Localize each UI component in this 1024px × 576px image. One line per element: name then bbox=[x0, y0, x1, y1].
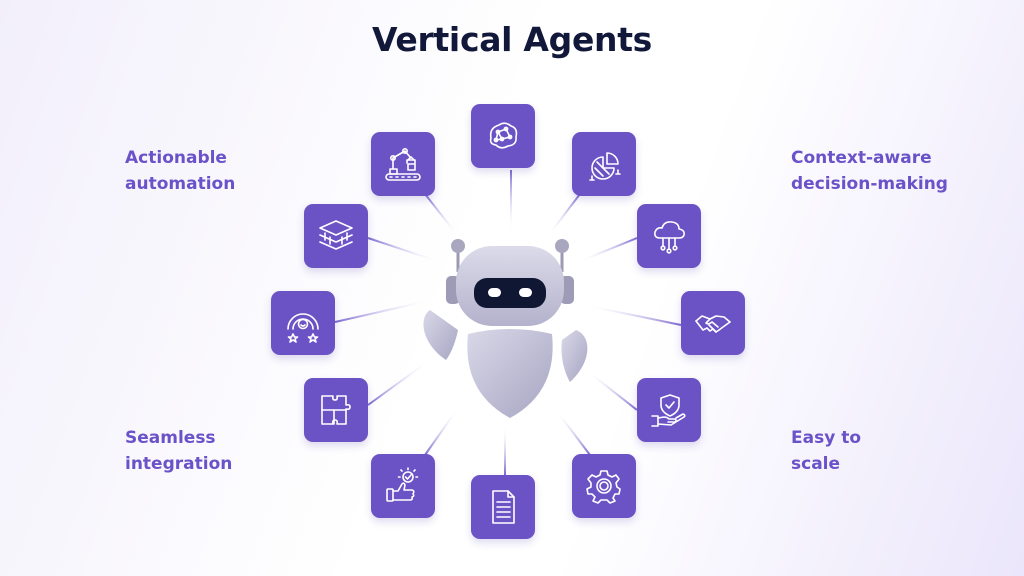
feature-line: Context-aware bbox=[791, 148, 932, 168]
feature-line: scale bbox=[791, 454, 841, 474]
feature-actionable-automation: Actionable automation bbox=[125, 145, 235, 197]
handshake-icon bbox=[681, 291, 745, 355]
connector-line bbox=[585, 369, 638, 411]
shield-hand-icon bbox=[637, 378, 701, 442]
thumbs-up-icon bbox=[371, 454, 435, 518]
analytics-chart-icon bbox=[572, 132, 636, 196]
robot-mascot bbox=[423, 239, 588, 418]
connector-line bbox=[424, 407, 459, 456]
feature-easy-to-scale: Easy to scale bbox=[791, 425, 861, 477]
connector-line bbox=[583, 304, 682, 326]
feature-line: Easy to bbox=[791, 428, 862, 448]
connector-line bbox=[547, 193, 581, 237]
neural-network-icon bbox=[471, 104, 535, 168]
rating-gauge-icon bbox=[271, 291, 335, 355]
feature-line: decision-making bbox=[791, 174, 948, 194]
layers-icon bbox=[304, 204, 368, 268]
connector-line bbox=[555, 409, 591, 456]
cloud-network-icon bbox=[637, 204, 701, 268]
robotic-arm-icon bbox=[371, 132, 435, 196]
connector-line bbox=[334, 299, 433, 323]
page-title: Vertical Agents bbox=[371, 20, 653, 59]
feature-context-aware: Context-aware decision-making bbox=[791, 145, 948, 197]
feature-line: integration bbox=[125, 454, 233, 474]
connector-line bbox=[367, 359, 431, 406]
feature-seamless-integration: Seamless integration bbox=[125, 425, 232, 477]
feature-line: automation bbox=[125, 174, 236, 194]
connector-line bbox=[577, 237, 638, 263]
puzzle-icon bbox=[304, 378, 368, 442]
gear-icon bbox=[572, 454, 636, 518]
feature-line: Seamless bbox=[125, 428, 216, 448]
document-icon bbox=[471, 475, 535, 539]
connector-line bbox=[424, 193, 459, 237]
connector-line bbox=[367, 237, 441, 263]
feature-line: Actionable bbox=[125, 148, 227, 168]
